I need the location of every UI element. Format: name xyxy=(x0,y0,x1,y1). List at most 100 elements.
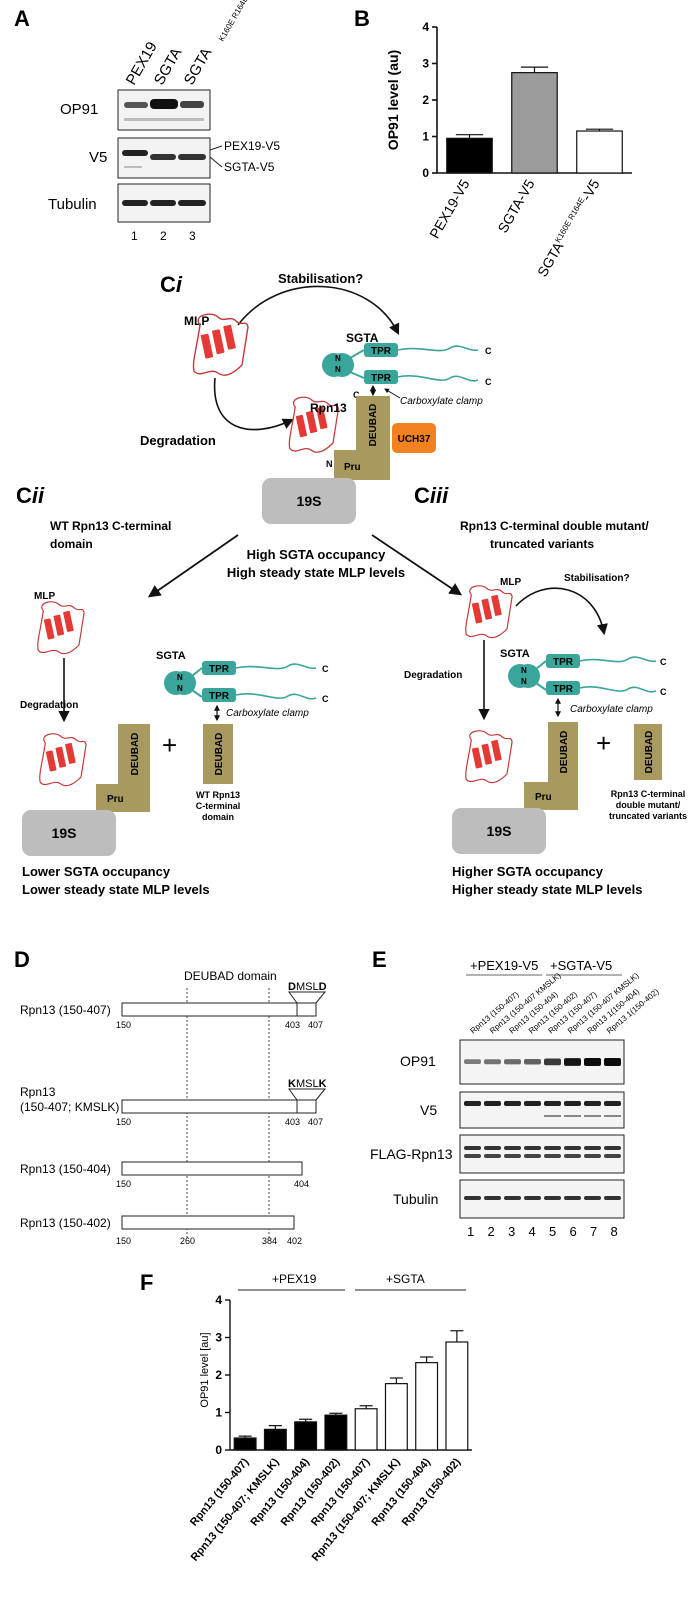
sgta-label: SGTA xyxy=(346,331,379,345)
c-tail xyxy=(579,656,657,663)
19s-label: 19S xyxy=(297,493,322,509)
tpr-label: TPR xyxy=(553,684,574,695)
band xyxy=(524,1146,541,1150)
lane-number: 1 xyxy=(131,229,138,243)
sgta-linker xyxy=(349,371,365,379)
e-bands xyxy=(464,1058,621,1200)
sgta-n-domain xyxy=(172,671,196,695)
sgta-n-domain xyxy=(516,664,540,688)
blot-label-tubulin: Tubulin xyxy=(48,196,97,213)
carboxylate-label: Carboxylate clamp xyxy=(226,708,309,719)
panel-cii: Cii WT Rpn13 C-terminal domain MLP Degra… xyxy=(16,483,329,897)
panel-f: F +PEX19 +SGTA OP91 level [au] 01234Rpn1… xyxy=(140,1270,472,1564)
n-label: N xyxy=(177,684,183,693)
band xyxy=(150,154,176,160)
y-tick-label: 4 xyxy=(422,20,429,34)
band xyxy=(180,101,204,108)
band xyxy=(584,1058,601,1066)
tpr-domain xyxy=(202,688,236,702)
degradation-arrow xyxy=(213,377,295,431)
residue-number: 150 xyxy=(116,1117,131,1127)
rpn13-shape xyxy=(524,722,578,810)
mlp-icon xyxy=(39,733,87,787)
band xyxy=(564,1115,581,1117)
lane-number: 1 xyxy=(467,1224,474,1239)
occupancy-line2: High steady state MLP levels xyxy=(227,565,405,580)
y-tick-label: 1 xyxy=(215,1406,222,1420)
clamp-pointer xyxy=(384,388,401,399)
mlp-label: MLP xyxy=(184,314,209,328)
panel-ciii: Ciii Rpn13 C-terminal double mutant/ tru… xyxy=(404,483,687,897)
band xyxy=(544,1115,561,1117)
sgta-linker xyxy=(535,660,547,670)
band xyxy=(122,200,148,206)
degradation-label: Degradation xyxy=(20,700,78,711)
cii-title2: domain xyxy=(50,537,93,551)
residue-number: 404 xyxy=(294,1179,309,1189)
y-tick-label: 2 xyxy=(422,93,429,107)
residue-number: 150 xyxy=(116,1020,131,1030)
c-terminus: C xyxy=(485,346,492,356)
residue-number: 260 xyxy=(180,1236,195,1246)
ciii-bottom2: Higher steady state MLP levels xyxy=(452,882,643,897)
construct-bar-kmslk xyxy=(121,1099,317,1114)
plus-sign: + xyxy=(596,728,611,758)
blot-label-v5: V5 xyxy=(420,1102,437,1118)
c-label: C xyxy=(353,390,360,400)
lane-number: 7 xyxy=(590,1224,597,1239)
c-tail xyxy=(579,686,657,693)
band xyxy=(524,1196,541,1200)
branch-arrow-right xyxy=(371,534,463,596)
proteasome-19s xyxy=(262,478,356,524)
mutant-label: truncated variants xyxy=(609,811,687,821)
mlp-icon xyxy=(37,601,85,655)
uch37 xyxy=(392,423,436,453)
chart-b-ylabel: OP91 level (au) xyxy=(385,50,401,150)
panel-a-letter: A xyxy=(14,6,30,31)
deubad-label: DEUBAD xyxy=(368,404,379,447)
tpr-label: TPR xyxy=(553,657,574,668)
wt-label: C-terminal xyxy=(196,801,241,811)
pru-label: Pru xyxy=(344,462,361,473)
label-connector xyxy=(209,145,223,151)
blot-label-op91: OP91 xyxy=(400,1053,436,1069)
n-label: N xyxy=(521,677,527,686)
tpr-label: TPR xyxy=(371,346,392,357)
sgta-label: SGTA xyxy=(500,648,530,660)
construct-label: Rpn13 (150-404) xyxy=(20,1162,111,1176)
band xyxy=(124,166,142,168)
tpr-domain xyxy=(546,681,580,695)
sgta-n-domain xyxy=(330,353,354,377)
band xyxy=(524,1101,541,1106)
lane-label-sgta-mut-sup: K160E R164E xyxy=(217,0,250,43)
mlp-icon xyxy=(465,585,513,639)
band xyxy=(150,200,176,206)
y-tick-label: 1 xyxy=(422,130,429,144)
blot-label-op91: OP91 xyxy=(60,101,98,118)
lane-number: 5 xyxy=(549,1224,556,1239)
panel-cii-letter: Cii xyxy=(16,483,45,508)
group-label-sgta: +SGTA-V5 xyxy=(550,958,612,973)
blot-label-flag: FLAG-Rpn13 xyxy=(370,1146,453,1162)
band xyxy=(564,1154,581,1158)
group-label-sgta: +SGTA xyxy=(386,1272,425,1286)
n-label: N xyxy=(177,673,183,682)
branch-arrow-left xyxy=(147,534,239,598)
19s-label: 19S xyxy=(52,825,77,841)
panel-f-letter: F xyxy=(140,1270,153,1295)
chart-f-ylabel: OP91 level [au] xyxy=(199,1332,211,1407)
n-label: N xyxy=(335,354,341,363)
band xyxy=(504,1146,521,1150)
lane-number: 6 xyxy=(570,1224,577,1239)
band xyxy=(122,150,148,156)
deubad-domain-label: DEUBAD domain xyxy=(184,969,277,983)
lane-number: 2 xyxy=(488,1224,495,1239)
band xyxy=(544,1196,561,1200)
bar xyxy=(233,1437,257,1451)
ciii-title1: Rpn13 C-terminal double mutant/ xyxy=(460,519,649,533)
sgta-linker xyxy=(191,689,203,698)
rpn13-shape xyxy=(334,396,390,480)
